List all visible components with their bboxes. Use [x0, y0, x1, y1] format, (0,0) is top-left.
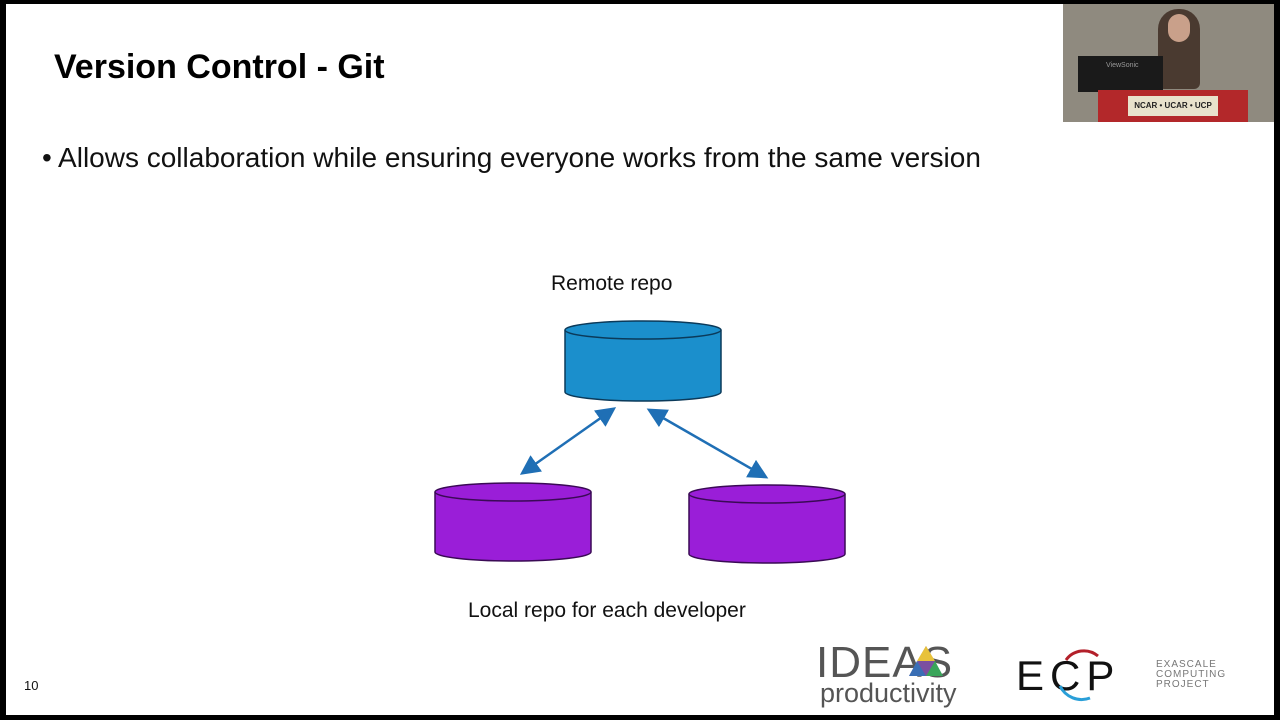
speaker-face: [1168, 14, 1190, 42]
bullet-point: • Allows collaboration while ensuring ev…: [42, 142, 981, 173]
ideas-productivity-text: productivity: [820, 678, 957, 708]
slide: Version Control - Git • Allows collabora…: [6, 4, 1274, 715]
podium: NCAR • UCAR • UCP: [1098, 90, 1248, 122]
ecp-logo: ECP EXASCALE COMPUTING PROJECT: [1016, 644, 1236, 704]
local-repo-cylinder-right: [688, 484, 846, 564]
ecp-text: EXASCALE COMPUTING PROJECT: [1156, 659, 1227, 690]
remote-repo-label: Remote repo: [551, 272, 673, 295]
monitor: ViewSonic: [1078, 56, 1163, 92]
slide-title: Version Control - Git: [54, 48, 385, 86]
speaker-webcam-inset: ViewSonic NCAR • UCAR • UCP: [1063, 4, 1274, 122]
ideas-triangle-icon: [909, 646, 943, 676]
sync-arrow-left: [519, 407, 617, 475]
page-number: 10: [24, 678, 39, 693]
local-repo-cylinder-left: [434, 482, 592, 562]
sync-arrow-right: [646, 408, 769, 479]
ecp-arc-icon: [1058, 649, 1099, 702]
ideas-productivity-logo: IDEAS productivity: [816, 638, 991, 714]
local-repo-label: Local repo for each developer: [468, 599, 746, 622]
git-diagram: [434, 320, 846, 564]
bullet-text: Allows collaboration while ensuring ever…: [58, 142, 981, 173]
remote-repo-cylinder: [564, 320, 722, 402]
